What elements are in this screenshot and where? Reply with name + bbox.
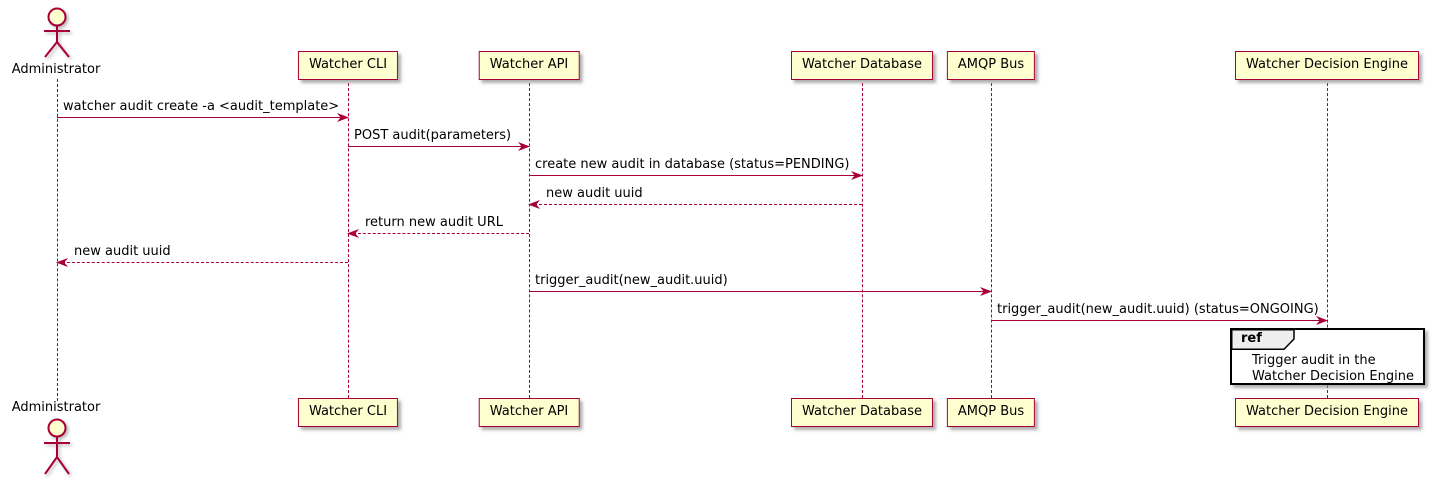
ref-keyword: ref <box>1241 331 1262 346</box>
message-new-audit-uuid-db-label: new audit uuid <box>546 186 643 201</box>
message-trigger-audit-label: trigger_audit(new_audit.uuid) <box>535 273 728 288</box>
message-trigger-audit-arrow <box>529 287 992 296</box>
message-trigger-audit-ongoing-label: trigger_audit(new_audit.uuid) (status=ON… <box>997 302 1319 317</box>
participant-watcher-api-bottom: Watcher API <box>478 398 580 427</box>
message-trigger-audit-ongoing: trigger_audit(new_audit.uuid) (status=ON… <box>991 302 1328 325</box>
message-audit-create-label: watcher audit create -a <audit_template> <box>63 99 340 114</box>
arrowhead-icon <box>980 287 992 296</box>
message-create-audit-db-arrow <box>529 171 863 180</box>
message-post-audit-label: POST audit(parameters) <box>354 128 512 143</box>
lifeline-watcher-api <box>529 83 530 398</box>
lifeline-amqp-bus <box>991 83 992 398</box>
participant-watcher-api-top: Watcher API <box>478 51 580 80</box>
message-new-audit-uuid-admin-label: new audit uuid <box>74 244 171 259</box>
arrowhead-icon <box>347 229 359 238</box>
message-new-audit-uuid-db-arrow <box>528 200 862 209</box>
message-create-audit-db: create new audit in database (status=PEN… <box>529 157 863 180</box>
message-new-audit-uuid-db: new audit uuid <box>528 186 862 209</box>
arrowhead-icon <box>518 142 530 151</box>
lifeline-watcher-database <box>862 83 863 398</box>
participant-watcher-decision-engine-bottom: Watcher Decision Engine <box>1235 398 1419 427</box>
arrowhead-icon <box>528 200 540 209</box>
participant-watcher-database-bottom: Watcher Database <box>791 398 933 427</box>
message-create-audit-db-label: create new audit in database (status=PEN… <box>535 157 850 172</box>
lifeline-watcher-cli <box>348 83 349 398</box>
arrowhead-icon <box>1316 316 1328 325</box>
message-post-audit-arrow <box>348 142 530 151</box>
message-return-audit-url-label: return new audit URL <box>365 215 503 230</box>
message-trigger-audit-ongoing-arrow <box>991 316 1328 325</box>
lifeline-watcher-decision-engine <box>1327 83 1328 398</box>
message-new-audit-uuid-admin-arrow <box>56 258 348 267</box>
message-audit-create-arrow <box>57 113 349 122</box>
arrowhead-icon <box>337 113 349 122</box>
actor-label-administrator-bottom: Administrator <box>11 400 101 415</box>
administrator-actor-icon-top <box>44 7 70 58</box>
message-new-audit-uuid-admin: new audit uuid <box>56 244 348 267</box>
ref-content-line2: Watcher Decision Engine <box>1252 369 1414 384</box>
message-trigger-audit: trigger_audit(new_audit.uuid) <box>529 273 992 296</box>
ref-fragment: ref Trigger audit in the Watcher Decisio… <box>1230 328 1425 385</box>
message-audit-create: watcher audit create -a <audit_template> <box>57 99 349 122</box>
ref-content: Trigger audit in the Watcher Decision En… <box>1252 353 1414 385</box>
participant-amqp-bus-bottom: AMQP Bus <box>946 398 1036 427</box>
arrowhead-icon <box>851 171 863 180</box>
ref-content-line1: Trigger audit in the <box>1252 353 1376 368</box>
lifeline-administrator <box>57 79 58 401</box>
ref-tab-icon <box>1231 329 1295 350</box>
message-return-audit-url-arrow <box>347 229 529 238</box>
administrator-actor-icon-bottom <box>44 418 70 475</box>
message-return-audit-url: return new audit URL <box>347 215 529 238</box>
participant-watcher-database-top: Watcher Database <box>791 51 933 80</box>
participant-watcher-cli-top: Watcher CLI <box>297 51 399 80</box>
message-post-audit: POST audit(parameters) <box>348 128 530 151</box>
arrowhead-icon <box>56 258 68 267</box>
participant-amqp-bus-top: AMQP Bus <box>946 51 1036 80</box>
actor-label-administrator-top: Administrator <box>11 62 101 77</box>
participant-watcher-decision-engine-top: Watcher Decision Engine <box>1235 51 1419 80</box>
participant-watcher-cli-bottom: Watcher CLI <box>297 398 399 427</box>
